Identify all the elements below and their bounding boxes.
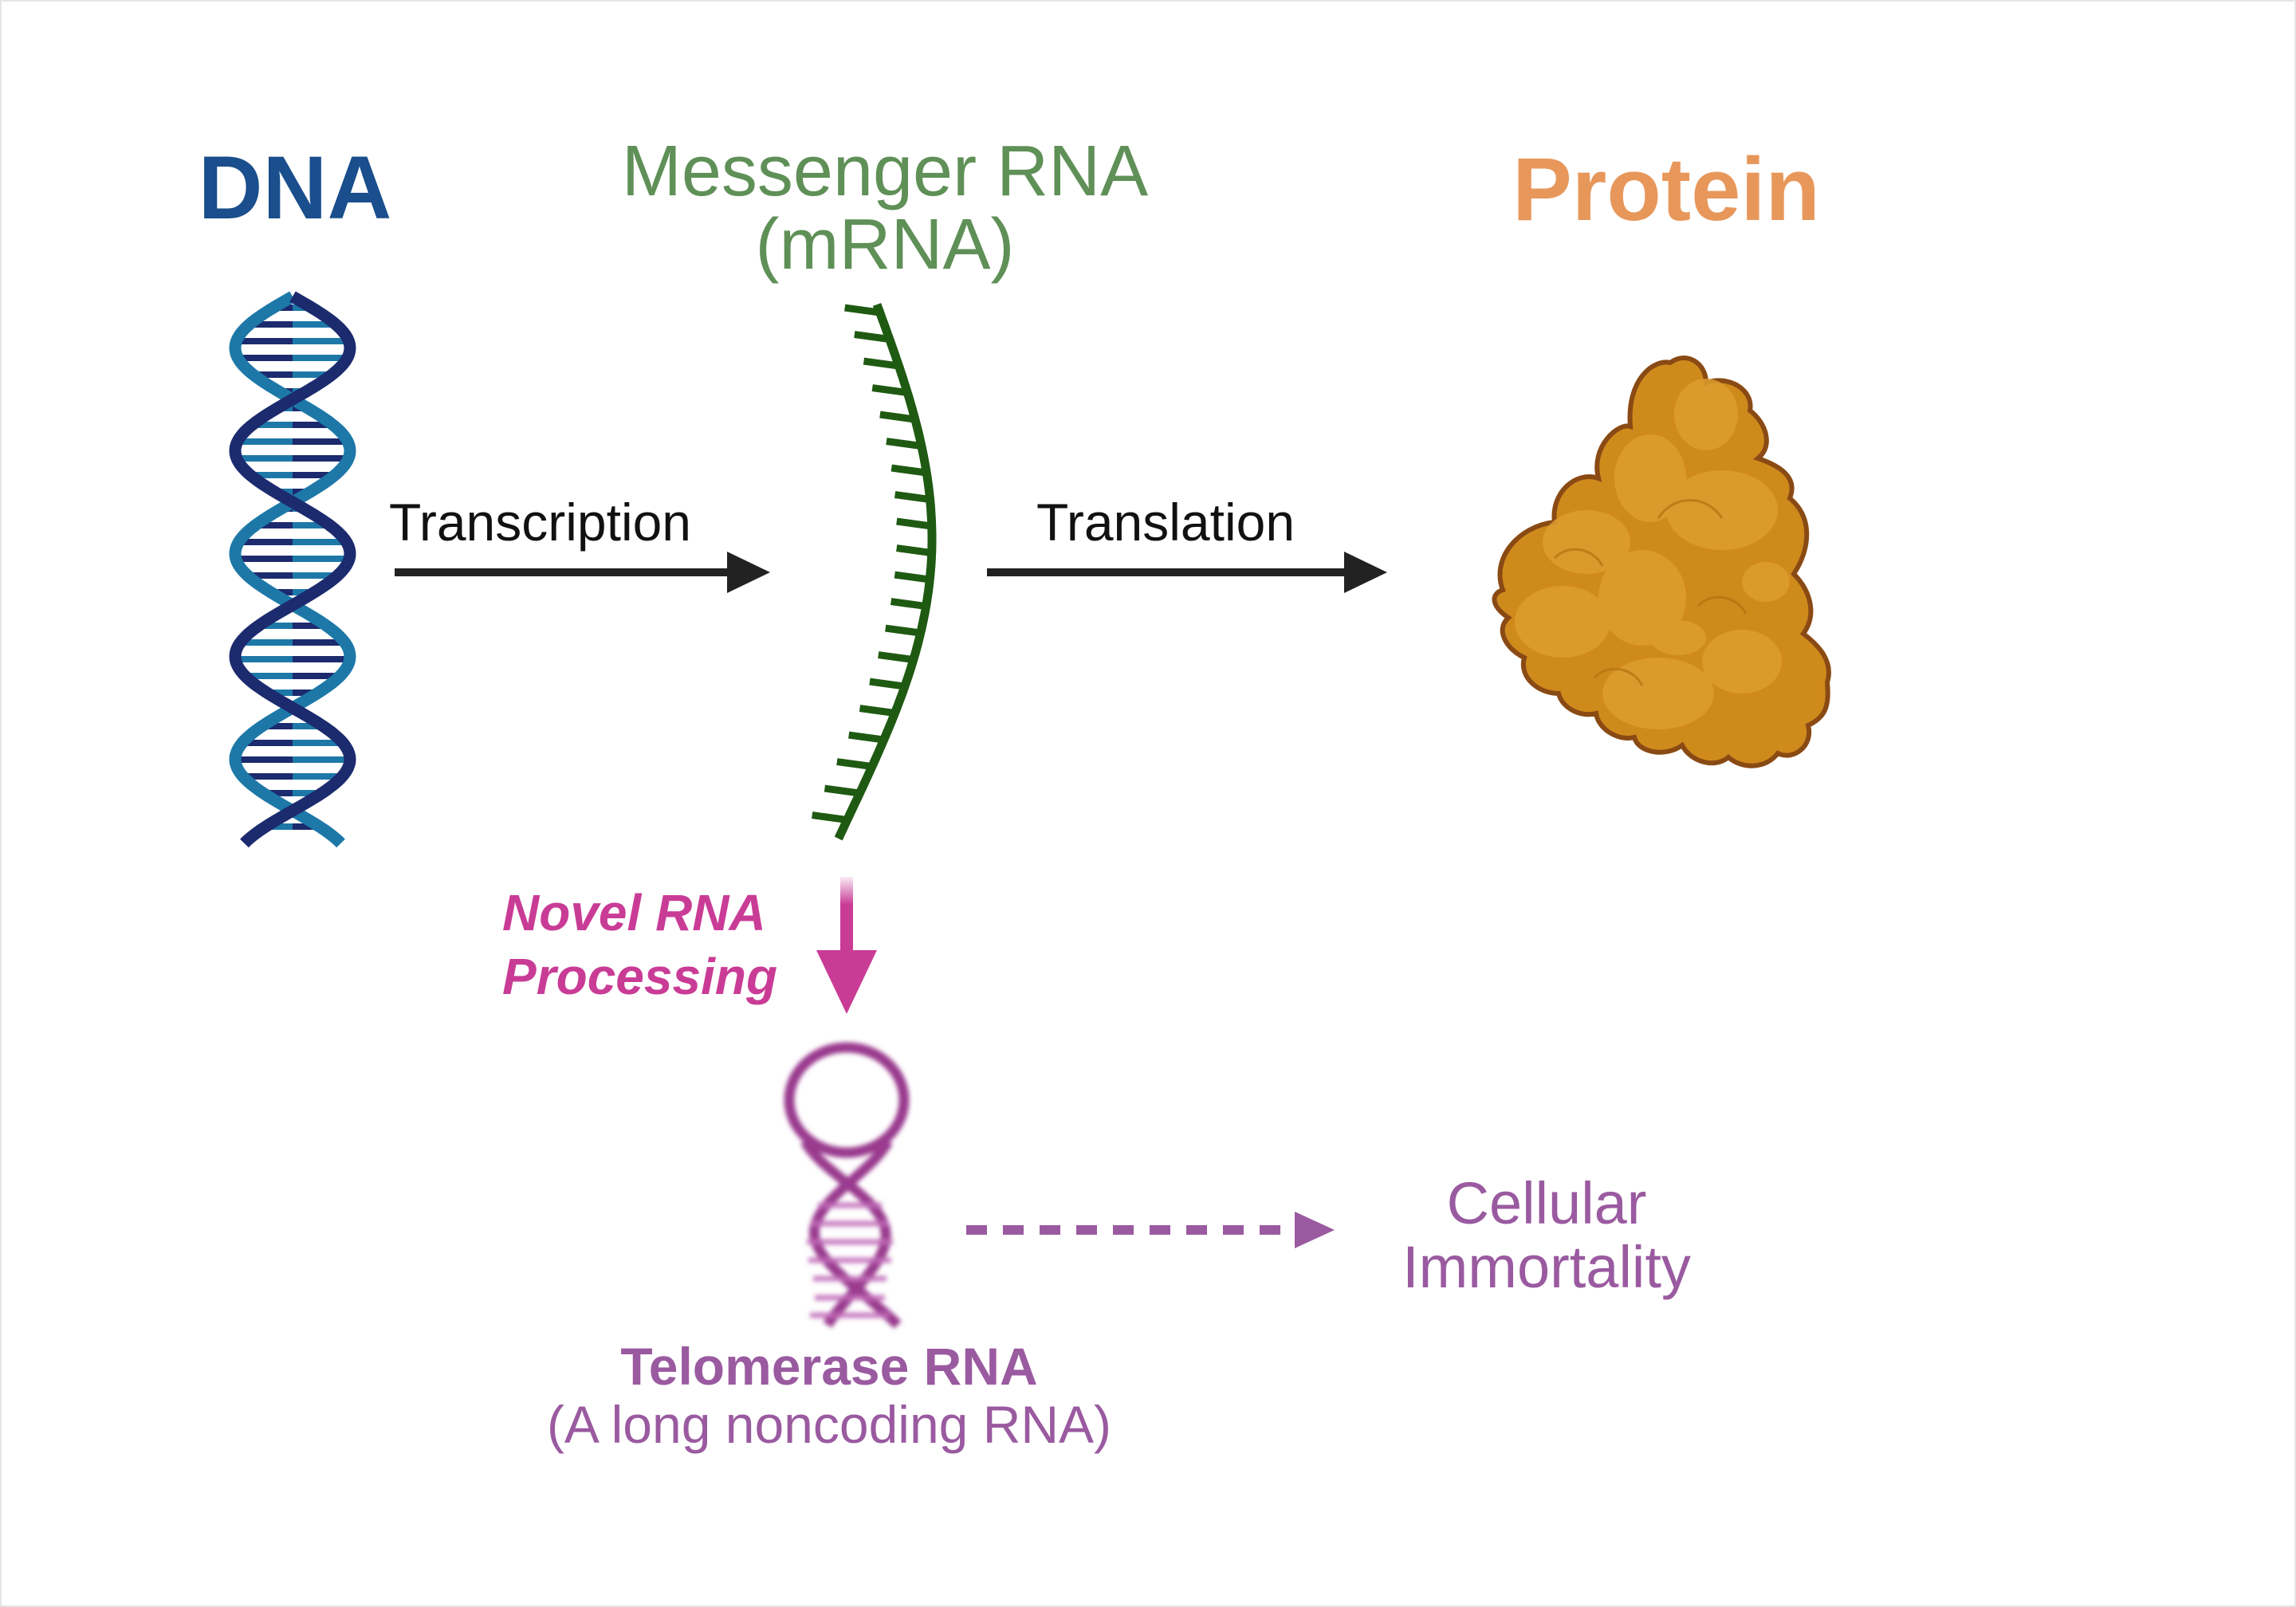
immortality-arrow bbox=[966, 1212, 1335, 1248]
hairpin-loop bbox=[784, 1042, 910, 1158]
mrna-base bbox=[844, 304, 881, 316]
mrna-base bbox=[863, 357, 900, 370]
outcome-line2: Immortality bbox=[1402, 1233, 1691, 1300]
mrna-base bbox=[854, 331, 890, 344]
dna-strand bbox=[229, 291, 356, 848]
mrna-base bbox=[894, 571, 930, 583]
mrna-backbone bbox=[834, 303, 937, 841]
processing-arrow bbox=[816, 877, 877, 1014]
mrna-label: Messenger RNA (mRNA) bbox=[550, 132, 1220, 285]
mrna-base bbox=[812, 811, 848, 824]
mrna-base bbox=[890, 464, 927, 477]
mrna-base bbox=[896, 544, 933, 557]
cellular-immortality-label: Cellular Immortality bbox=[1355, 1172, 1738, 1299]
mrna-strand-icon bbox=[812, 303, 937, 841]
novel-processing-label: Novel RNA Processing bbox=[502, 881, 777, 1008]
outcome-line1: Cellular bbox=[1446, 1170, 1647, 1236]
mrna-base bbox=[890, 598, 927, 611]
mrna-base bbox=[878, 651, 914, 664]
mrna-base bbox=[848, 731, 885, 744]
translation-arrow bbox=[987, 552, 1387, 593]
dna-helix-icon bbox=[229, 291, 356, 848]
mrna-label-line1: Messenger RNA bbox=[621, 132, 1149, 211]
mrna-label-line2: (mRNA) bbox=[755, 204, 1015, 285]
mrna-base bbox=[869, 678, 906, 690]
protein-label: Protein bbox=[1512, 139, 1820, 239]
mrna-base bbox=[879, 411, 916, 423]
transcription-arrow bbox=[395, 552, 770, 593]
novel-processing-line1: Novel RNA bbox=[502, 884, 766, 941]
hairpin-stem-strand bbox=[800, 1138, 891, 1328]
transcription-label: Transcription bbox=[389, 493, 692, 552]
mrna-base bbox=[896, 517, 933, 530]
mrna-base bbox=[859, 705, 896, 717]
mrna-base bbox=[871, 384, 908, 397]
dna-label: DNA bbox=[198, 138, 392, 238]
mrna-base bbox=[836, 758, 873, 771]
dna-strand bbox=[229, 291, 356, 848]
mrna-base bbox=[885, 624, 922, 637]
telomerase-rna-icon bbox=[784, 1042, 910, 1329]
telomerase-label: Telomerase RNA (A long noncoding RNA) bbox=[446, 1338, 1212, 1453]
translation-label: Translation bbox=[1036, 493, 1295, 552]
mrna-base bbox=[824, 784, 861, 797]
telomerase-name: Telomerase RNA bbox=[620, 1337, 1038, 1396]
protein-icon bbox=[1492, 356, 1831, 768]
mrna-base bbox=[886, 438, 922, 450]
novel-processing-line2: Processing bbox=[502, 948, 778, 1005]
telomerase-subtitle: (A long noncoding RNA) bbox=[546, 1394, 1112, 1454]
mrna-base bbox=[894, 491, 931, 504]
